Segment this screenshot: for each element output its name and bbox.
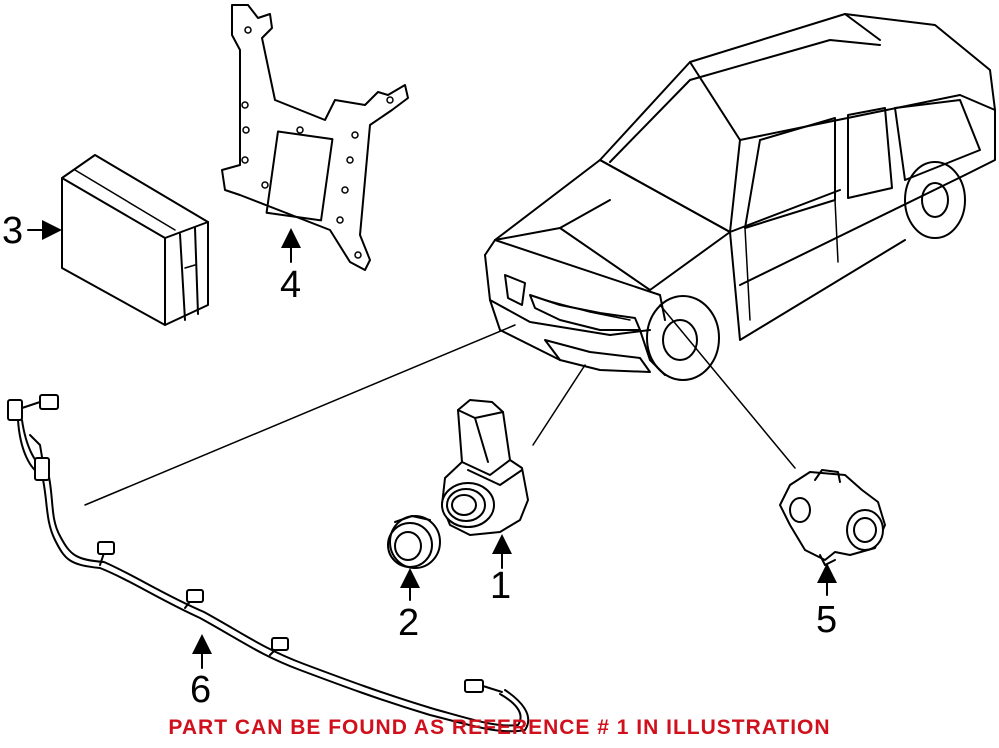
- ref-2-label: 2: [398, 602, 419, 644]
- footer-note: PART CAN BE FOUND AS REFERENCE # 1 IN IL…: [168, 716, 831, 739]
- part-control-module: [61, 154, 209, 326]
- ref-3-label: 3: [2, 210, 23, 252]
- vehicle-outline: [484, 13, 996, 381]
- part-bracket: [221, 4, 409, 271]
- ref-4-label: 4: [280, 264, 301, 306]
- part-camera: [779, 469, 886, 566]
- part-wiring-harness: [7, 394, 530, 733]
- ref-1-label: 1: [490, 565, 511, 607]
- part-parking-sensor: [441, 399, 529, 536]
- part-retainer-ring: [387, 515, 441, 569]
- ref-6-label: 6: [190, 669, 211, 711]
- ref-5-label: 5: [816, 599, 837, 641]
- leader-lines: [84, 304, 796, 506]
